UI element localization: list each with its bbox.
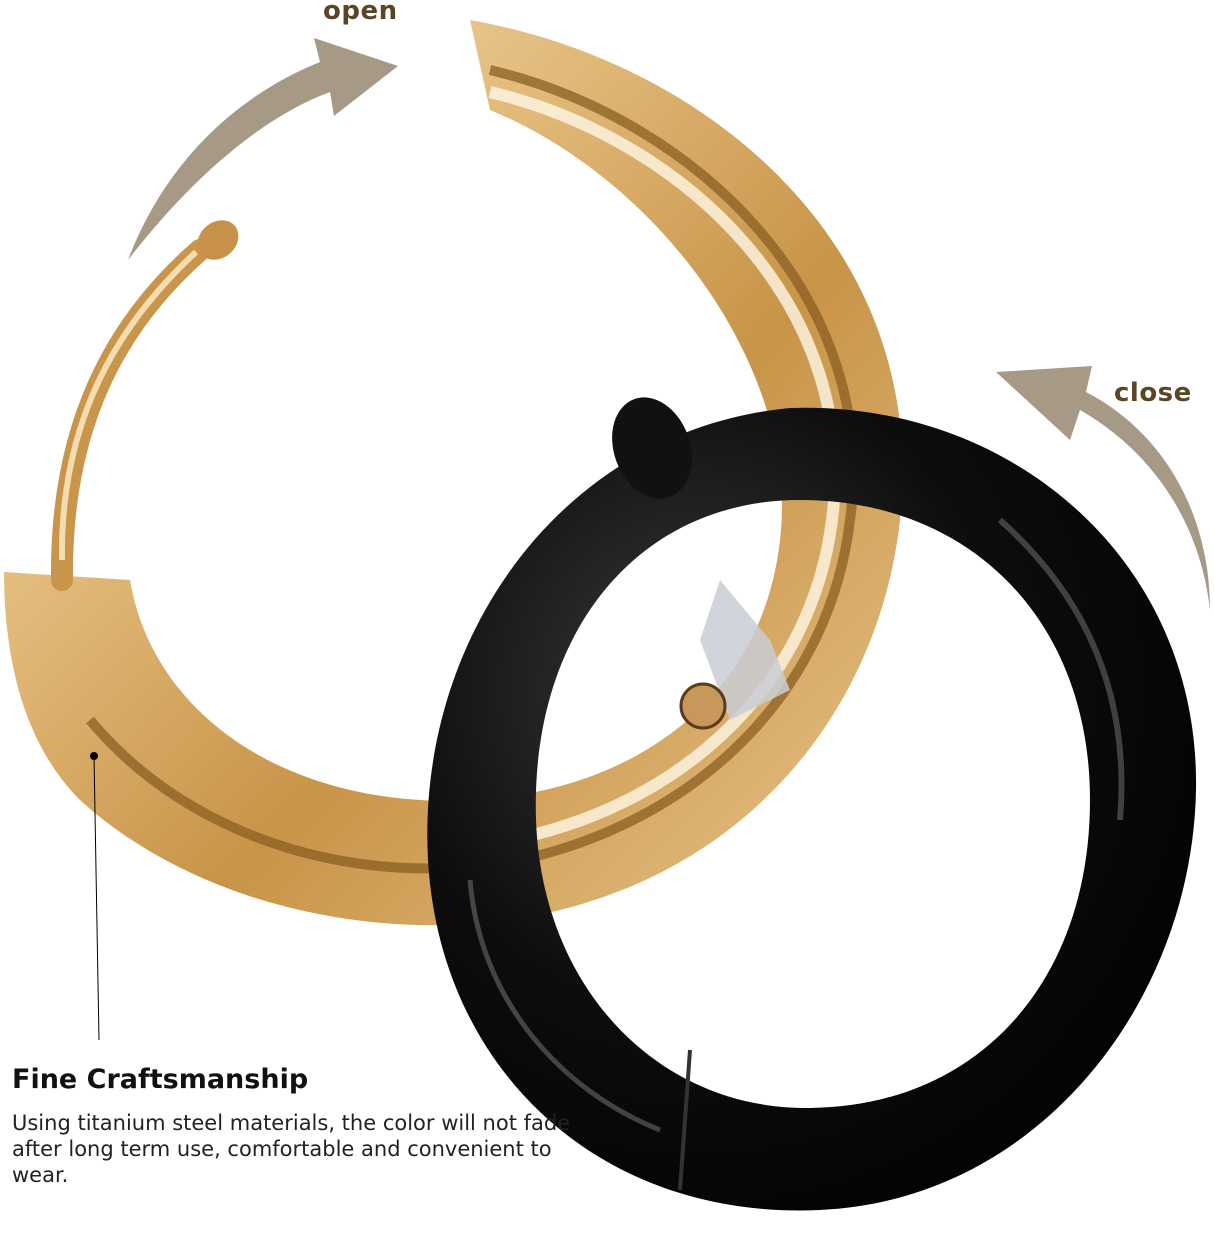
callout-pointer [90,752,100,1041]
feature-title: Fine Craftsmanship [12,1064,309,1095]
gold-hoop-earring [4,20,903,926]
open-arrow-icon [128,38,398,260]
open-label: open [323,0,398,26]
black-hoop-earring [427,397,1197,1211]
feature-description: Using titanium steel materials, the colo… [12,1111,571,1187]
close-label: close [1114,378,1192,408]
close-arrow-icon [996,366,1210,610]
